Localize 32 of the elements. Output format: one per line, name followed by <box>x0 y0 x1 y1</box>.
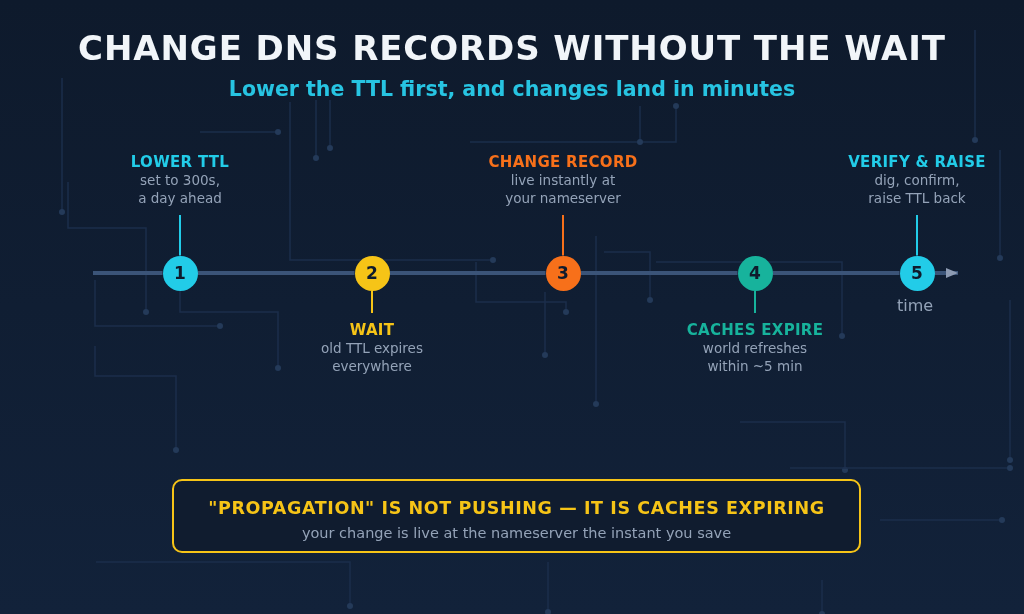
step-title: LOWER TTL <box>130 153 230 171</box>
step-marker: 4 <box>737 255 773 291</box>
note-panel <box>172 479 861 553</box>
timeline-arrow <box>934 268 958 278</box>
leader-line <box>562 214 564 257</box>
leader-line <box>754 289 756 314</box>
timeline-line <box>197 271 355 275</box>
step-description: old TTL expires everywhere <box>320 339 424 375</box>
step-description: live instantly at your nameserver <box>504 171 622 207</box>
step-title: CACHES EXPIRE <box>686 321 824 339</box>
timeline-line <box>389 271 546 275</box>
subtitle: Lower the TTL first, and changes land in minutes <box>228 77 796 101</box>
step-description: set to 300s, a day ahead <box>137 171 223 207</box>
step-marker: 5 <box>899 255 935 291</box>
step-marker: 1 <box>162 255 198 291</box>
step-marker: 3 <box>545 255 581 291</box>
leader-line <box>916 214 918 257</box>
step-title: CHANGE RECORD <box>488 153 638 171</box>
title: CHANGE DNS RECORDS WITHOUT THE WAIT <box>78 28 946 68</box>
timeline-line <box>580 271 738 275</box>
step-title: WAIT <box>349 321 395 339</box>
note-text: your change is live at the nameserver the instant you save <box>301 524 732 543</box>
step-description: dig, confirm, raise TTL back <box>867 171 967 207</box>
step-description: world refreshes within ~5 min <box>701 339 809 375</box>
timeline-line <box>772 271 900 275</box>
leader-line <box>371 289 373 314</box>
note-heading: "PROPAGATION" IS NOT PUSHING — IT IS CACHES EXPIRING <box>208 497 825 520</box>
leader-line <box>179 214 181 257</box>
step-title: VERIFY & RAISE <box>848 153 986 171</box>
step-marker: 2 <box>354 255 390 291</box>
timeline-line <box>93 271 163 275</box>
axis-label: time <box>896 296 934 316</box>
